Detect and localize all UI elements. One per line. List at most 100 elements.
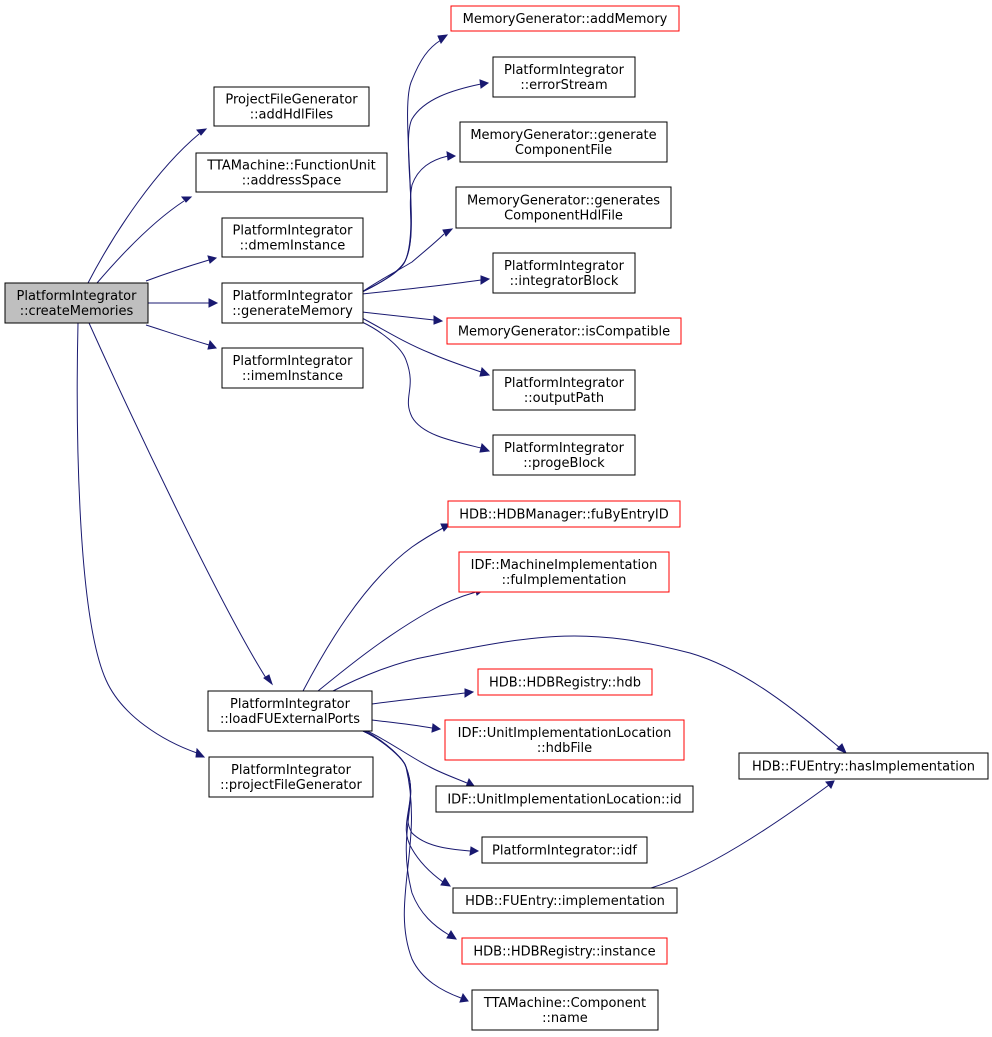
node-box[interactable]	[195, 152, 388, 193]
edge-loadFUExternalPorts-to-fuImplementation	[317, 587, 485, 692]
node-outputPath[interactable]: PlatformIntegrator::outputPath	[492, 369, 636, 411]
edge-arrowhead	[207, 255, 218, 264]
node-addMemory[interactable]: MemoryGenerator::addMemory	[450, 5, 680, 32]
edge-line	[361, 321, 482, 449]
node-label-line: PlatformIntegrator	[504, 259, 625, 274]
node-projectFileGenerator[interactable]: PlatformIntegrator::projectFileGenerator	[208, 756, 374, 798]
node-addressSpace[interactable]: TTAMachine::FunctionUnit::addressSpace	[195, 152, 388, 193]
edge-arrowhead	[479, 367, 491, 377]
node-box[interactable]	[221, 217, 364, 258]
edge-generateMemory-to-isCompatible	[361, 311, 444, 325]
node-generateMemory[interactable]: PlatformIntegrator::generateMemory	[221, 282, 364, 324]
node-hdb[interactable]: HDB::HDBRegistry::hdb	[477, 668, 653, 696]
edge-line	[650, 784, 830, 889]
node-label-line: ::createMemories	[20, 304, 134, 319]
node-label-line: IDF::MachineImplementation	[471, 558, 658, 573]
edge-loadFUExternalPorts-to-componentName	[364, 730, 469, 1003]
edge-arrowhead	[479, 79, 490, 89]
node-box[interactable]	[471, 989, 659, 1031]
node-box[interactable]	[461, 937, 668, 965]
node-box[interactable]	[221, 282, 364, 324]
edge-arrowhead	[431, 723, 442, 733]
node-label-line: MemoryGenerator::generates	[467, 194, 660, 209]
edge-arrowhead	[479, 443, 491, 453]
edge-generateMemory-to-outputPath	[361, 317, 491, 377]
node-dmemInstance[interactable]: PlatformIntegrator::dmemInstance	[221, 217, 364, 258]
node-box[interactable]	[492, 252, 636, 294]
node-box[interactable]	[738, 752, 989, 780]
edge-arrowhead	[836, 743, 847, 754]
node-label-line: HDB::HDBManager::fuByEntryID	[459, 508, 669, 523]
edge-arrowhead	[263, 674, 273, 686]
node-box[interactable]	[450, 5, 680, 32]
node-box[interactable]	[492, 56, 636, 98]
node-label-line: ::fuImplementation	[502, 573, 627, 588]
edge-root-to-dmemInstance	[145, 255, 218, 282]
edge-line	[361, 155, 449, 293]
node-label-line: ::generateMemory	[232, 304, 353, 319]
edge-line	[361, 317, 482, 373]
node-isCompatible[interactable]: MemoryGenerator::isCompatible	[446, 317, 682, 345]
node-label-line: ::hdbFile	[537, 741, 592, 756]
node-box[interactable]	[452, 887, 678, 914]
node-box[interactable]	[4, 282, 149, 324]
node-box[interactable]	[213, 86, 370, 127]
node-box[interactable]	[447, 500, 681, 528]
node-label-line: ::dmemInstance	[240, 239, 346, 254]
node-errorStream[interactable]: PlatformIntegrator::errorStream	[492, 56, 636, 98]
node-box[interactable]	[221, 347, 364, 389]
edge-arrowhead	[446, 930, 457, 940]
node-label-line: ProjectFileGenerator	[225, 93, 358, 108]
edge-arrowhead	[208, 298, 219, 308]
node-box[interactable]	[455, 186, 672, 229]
edge-arrowhead	[195, 747, 206, 758]
node-generatesComponentHdlFile[interactable]: MemoryGenerator::generatesComponentHdlFi…	[455, 186, 672, 229]
node-box[interactable]	[446, 317, 682, 345]
node-label-line: ::outputPath	[524, 391, 604, 406]
node-imemInstance[interactable]: PlatformIntegrator::imemInstance	[221, 347, 364, 389]
nodes-layer: PlatformIntegrator::createMemories Projec…	[4, 5, 989, 1031]
node-box[interactable]	[481, 836, 648, 864]
node-label-line: MemoryGenerator::generate	[470, 128, 656, 143]
edge-line	[361, 233, 445, 293]
node-box[interactable]	[459, 121, 668, 163]
node-implementation[interactable]: HDB::FUEntry::implementation	[452, 887, 678, 914]
edge-loadFUExternalPorts-to-hdb	[371, 688, 475, 705]
edge-line	[361, 279, 482, 295]
node-fuByEntryID[interactable]: HDB::HDBManager::fuByEntryID	[447, 500, 681, 528]
node-box[interactable]	[477, 668, 653, 696]
node-box[interactable]	[458, 551, 670, 593]
node-integratorBlock[interactable]: PlatformIntegrator::integratorBlock	[492, 252, 636, 294]
node-label-line: ::addHdlFiles	[250, 108, 334, 123]
node-label-line: PlatformIntegrator	[233, 224, 354, 239]
node-label-line: PlatformIntegrator	[231, 763, 352, 778]
node-box[interactable]	[435, 785, 694, 813]
edge-line	[76, 322, 198, 754]
edge-arrowhead	[446, 151, 457, 161]
edge-root-to-addressSpace	[96, 196, 193, 284]
node-label-line: PlatformIntegrator	[504, 63, 625, 78]
node-box[interactable]	[208, 756, 374, 798]
edge-loadFUExternalPorts-to-instance	[362, 730, 457, 940]
node-id[interactable]: IDF::UnitImplementationLocation::id	[435, 785, 694, 813]
node-box[interactable]	[492, 369, 636, 411]
node-root[interactable]: PlatformIntegrator::createMemories	[4, 282, 149, 324]
node-label-line: PlatformIntegrator::idf	[492, 844, 637, 859]
node-hdbFile[interactable]: IDF::UnitImplementationLocation::hdbFile	[444, 719, 685, 761]
node-box[interactable]	[492, 434, 636, 476]
node-loadFUExternalPorts[interactable]: PlatformIntegrator::loadFUExternalPorts	[207, 690, 373, 732]
node-idf[interactable]: PlatformIntegrator::idf	[481, 836, 648, 864]
node-addHdlFiles[interactable]: ProjectFileGenerator::addHdlFiles	[213, 86, 370, 127]
edge-arrowhead	[440, 877, 451, 887]
node-hasImplementation[interactable]: HDB::FUEntry::hasImplementation	[738, 752, 989, 780]
node-componentName[interactable]: TTAMachine::Component::name	[471, 989, 659, 1031]
edge-loadFUExternalPorts-to-fuByEntryID	[302, 523, 452, 692]
node-fuImplementation[interactable]: IDF::MachineImplementation::fuImplementa…	[458, 551, 670, 593]
node-instance[interactable]: HDB::HDBRegistry::instance	[461, 937, 668, 965]
edge-generateMemory-to-progeBlock	[361, 321, 491, 453]
node-progeBlock[interactable]: PlatformIntegrator::progeBlock	[492, 434, 636, 476]
node-box[interactable]	[444, 719, 685, 761]
node-box[interactable]	[207, 690, 373, 732]
